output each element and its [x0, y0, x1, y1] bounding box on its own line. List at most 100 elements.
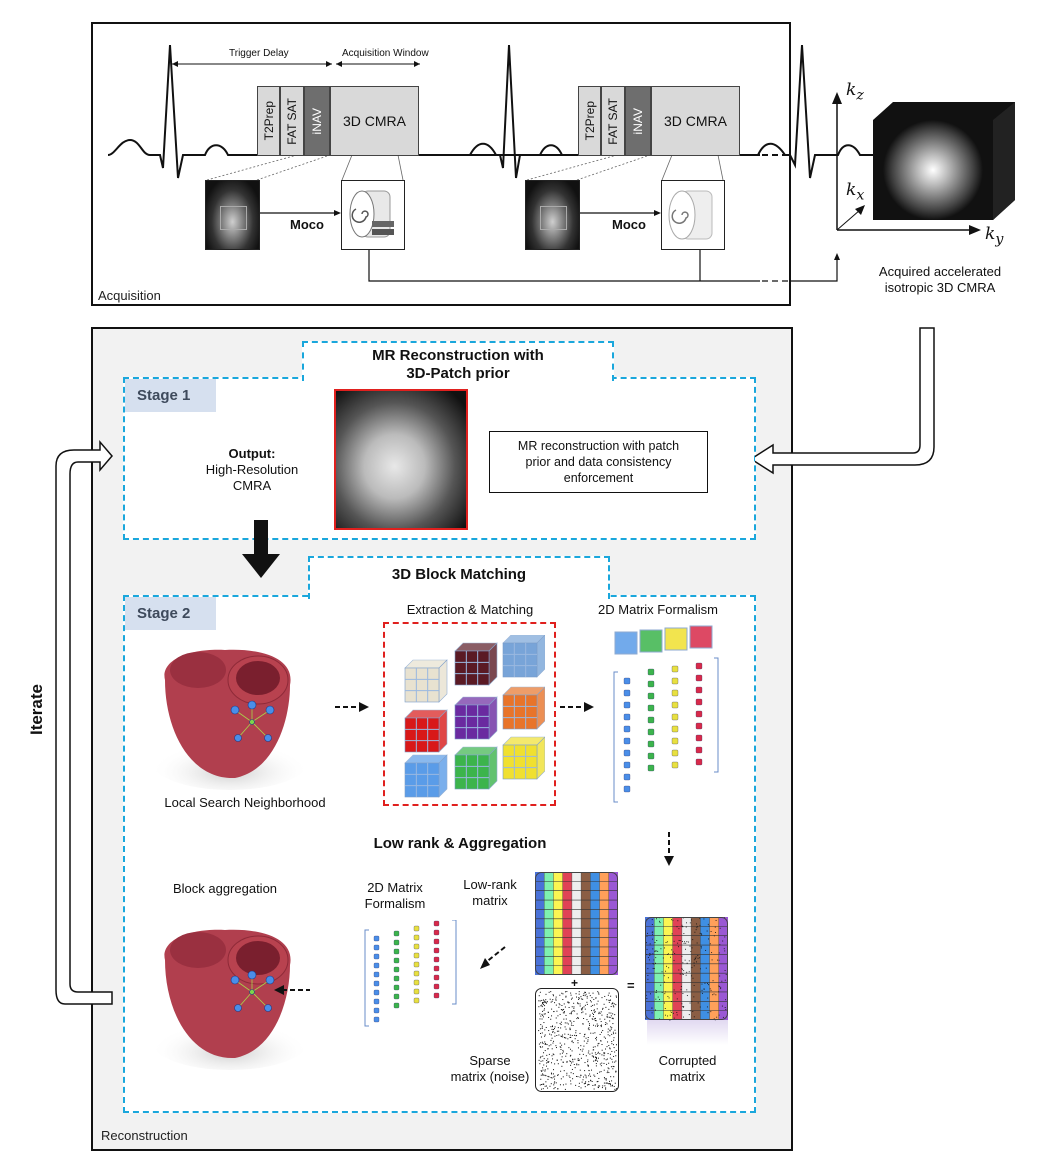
matrix-column — [562, 872, 572, 975]
matrix-element — [413, 961, 420, 968]
stage1-output-label: Output: High-Resolution CMRA — [205, 446, 299, 493]
dashed-arrow-icon — [335, 702, 369, 712]
cube-block — [454, 746, 498, 790]
stage1-tag: Stage 1 — [125, 379, 216, 412]
cmra-block: 3D CMRA — [330, 86, 419, 156]
matrix-element — [373, 998, 380, 1005]
matrix-formalism-label: 2D Matrix Formalism — [598, 602, 718, 617]
matrix-column — [553, 872, 563, 975]
stacked-cube — [689, 625, 713, 649]
matrix-element — [433, 929, 440, 936]
matrix-element — [393, 984, 400, 991]
matrix-formalism-label-2: 2D Matrix Formalism — [364, 880, 426, 911]
matrix-element — [695, 686, 703, 694]
matrix-element — [671, 665, 679, 673]
matrix-element — [647, 704, 655, 712]
matrix-element — [695, 758, 703, 766]
matrix-column — [718, 917, 728, 1020]
matrix-element — [373, 980, 380, 987]
acquisition-panel-label: Acquisition — [98, 288, 161, 303]
cube-block — [502, 686, 545, 730]
stage2-title: 3D Block Matching — [391, 566, 527, 583]
plus-sign: + — [571, 976, 579, 990]
matrix-element — [647, 752, 655, 760]
matrix-element — [623, 737, 631, 745]
matrix-element — [695, 710, 703, 718]
matrix-column — [608, 872, 618, 975]
acquisition-diagram — [107, 44, 1000, 282]
matrix-element — [413, 943, 420, 950]
cube-blocks — [404, 635, 545, 798]
matrix-element — [671, 701, 679, 709]
matrix-column — [544, 872, 554, 975]
matrix-formalism-bottom — [364, 920, 457, 1027]
matrix-element — [413, 925, 420, 932]
acquisition-panel — [91, 22, 791, 306]
corrupted-matrix — [645, 917, 728, 1021]
matrix-element — [623, 725, 631, 733]
matrix-element — [623, 689, 631, 697]
matrix-element — [393, 939, 400, 946]
matrix-element — [413, 979, 420, 986]
matrix-bracket — [452, 920, 457, 1005]
matrix-element — [413, 997, 420, 1004]
lowrank-matrix — [535, 872, 618, 975]
trajectory-image-2 — [661, 180, 725, 250]
matrix-element — [373, 971, 380, 978]
stage2-title-tab — [308, 556, 610, 599]
matrix-element — [671, 713, 679, 721]
inav-block-2: iNAV — [625, 86, 651, 156]
matrix-element — [393, 930, 400, 937]
iterate-label: Iterate — [27, 684, 46, 736]
matrix-element — [433, 947, 440, 954]
matrix-element — [433, 965, 440, 972]
matrix-element — [373, 1016, 380, 1023]
matrix-element — [623, 749, 631, 757]
matrix-element — [393, 957, 400, 964]
corrupted-matrix-label: Corrupted matrix — [658, 1053, 717, 1084]
acquisition-window-label: Acquisition Window — [342, 48, 429, 59]
matrix-element — [413, 988, 420, 995]
cube-block — [404, 659, 448, 703]
cube-block — [454, 642, 498, 686]
matrix-formalism-top — [613, 625, 719, 803]
matrix-element — [671, 749, 679, 757]
matrix-element — [623, 785, 631, 793]
sparse-matrix-label: Sparse matrix (noise) — [450, 1053, 530, 1084]
stage1-description-box: MR reconstruction with patch prior and d… — [489, 431, 708, 493]
matrix-element — [433, 920, 440, 927]
ecg-trace-2 — [430, 44, 578, 179]
matrix-element — [373, 953, 380, 960]
matrix-column — [663, 917, 673, 1020]
cube-block — [404, 754, 448, 798]
matrix-column — [645, 917, 655, 1020]
stacked-cube — [639, 629, 663, 653]
matrix-column — [581, 872, 591, 975]
matrix-element — [623, 713, 631, 721]
iterate-label-container: Iterate — [22, 660, 52, 760]
matrix-column — [571, 872, 582, 975]
input-arrow-icon — [755, 327, 935, 475]
fatsat-block: FAT SAT — [280, 86, 304, 156]
matrix-column — [691, 917, 701, 1020]
matrix-element — [671, 761, 679, 769]
matrix-element — [433, 938, 440, 945]
matrix-element — [373, 935, 380, 942]
extraction-matching-label: Extraction & Matching — [406, 602, 534, 617]
dashed-diag-arrow-icon — [480, 946, 506, 969]
matrix-element — [393, 966, 400, 973]
cmra-block-2: 3D CMRA — [651, 86, 740, 156]
matrix-element — [695, 722, 703, 730]
moco-label: Moco — [290, 217, 324, 232]
local-search-label: Local Search Neighborhood — [164, 795, 326, 810]
trigger-delay-label: Trigger Delay — [229, 48, 289, 59]
matrix-element — [393, 1002, 400, 1009]
down-arrow-icon — [242, 520, 280, 578]
matrix-element — [647, 692, 655, 700]
matrix-element — [373, 1007, 380, 1014]
matrix-element — [695, 698, 703, 706]
ky-axis-label: ky — [985, 224, 1004, 248]
matrix-element — [623, 701, 631, 709]
extraction-matching-box — [383, 622, 556, 806]
fatsat-block-2: FAT SAT — [601, 86, 625, 156]
